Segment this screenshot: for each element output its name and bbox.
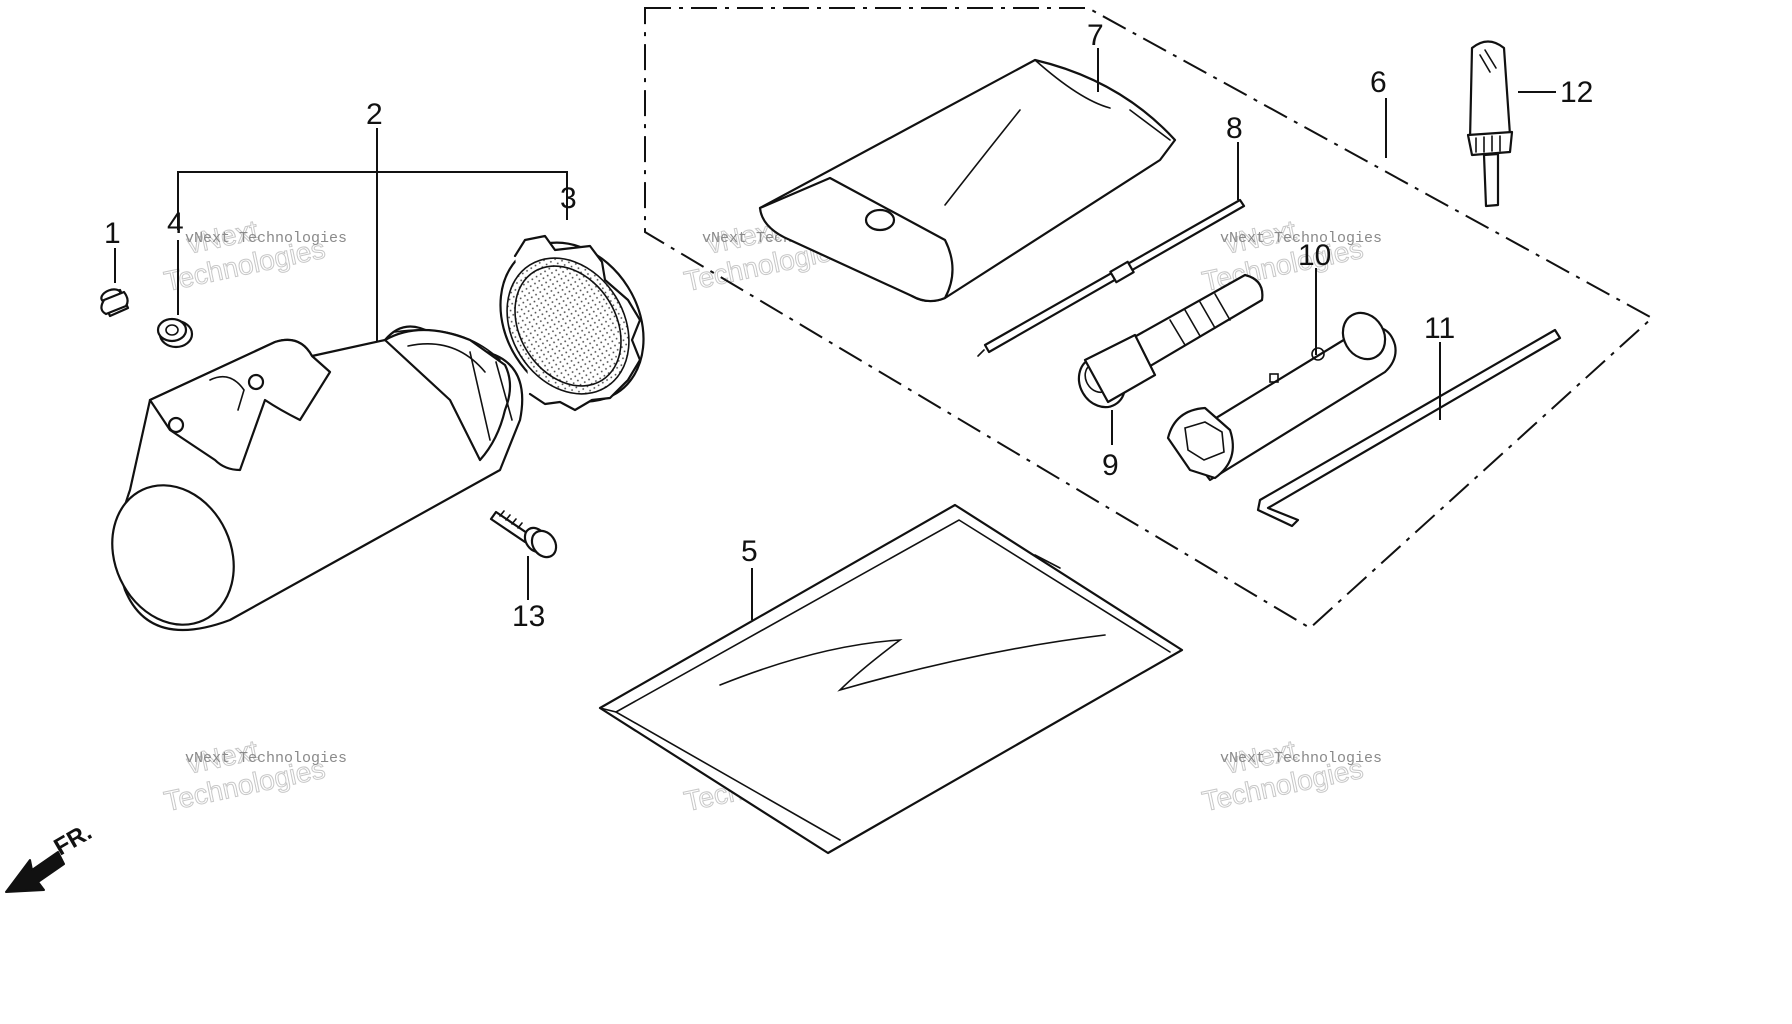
part-3-cap[interactable] [472,216,673,428]
callout-13: 13 [512,600,545,633]
callout-labels: 1 2 3 4 5 6 7 8 9 10 11 12 13 [104,19,1593,633]
part-12-bit[interactable] [1466,40,1514,208]
watermark-text: vNext Technologies [1220,750,1382,767]
callout-6: 6 [1370,66,1387,99]
part-4-grommet[interactable] [156,317,194,349]
part-7-tool-bag[interactable] [758,58,1177,303]
watermark: vNext Technologies [161,734,328,818]
watermark-text: vNext Technologies [1220,230,1382,247]
part-2-case[interactable] [90,325,524,645]
callout-3: 3 [560,182,577,215]
watermark: vNext Technologies [1199,734,1366,818]
part-5-manual[interactable] [598,503,1184,855]
callout-7: 7 [1087,19,1104,52]
callout-5: 5 [741,535,758,568]
callout-9: 9 [1102,449,1119,482]
callout-1: 1 [104,217,121,250]
callout-12: 12 [1560,76,1593,109]
callout-4: 4 [167,207,184,240]
front-direction-arrow: FR. [5,818,96,893]
watermark-text: vNext Technologies [185,230,347,247]
watermark-text: vNext Technologies [185,750,347,767]
part-13-bolt[interactable] [489,510,561,562]
part-1-collar[interactable] [100,287,130,318]
part-9-wrench[interactable] [1070,273,1264,416]
part-11-hex-key[interactable] [1256,328,1562,528]
callout-11: 11 [1424,312,1455,345]
part-10-box-wrench[interactable] [1166,305,1397,482]
callout-10: 10 [1298,239,1331,272]
leader-lines [114,48,1556,620]
callout-2: 2 [366,98,383,131]
callout-8: 8 [1226,112,1243,145]
part-8-screwdriver[interactable] [977,198,1246,357]
tool-kit-outline [644,7,1654,630]
